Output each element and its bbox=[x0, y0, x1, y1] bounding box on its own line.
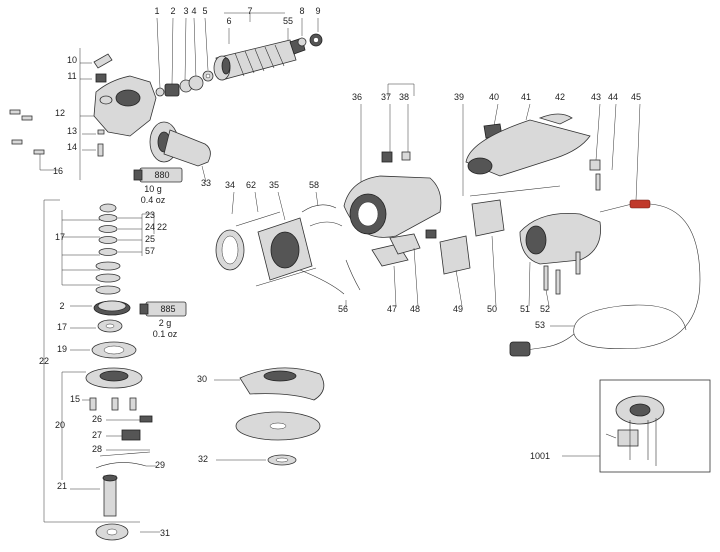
motor-housing bbox=[343, 83, 471, 307]
part-label-45: 45 bbox=[631, 92, 641, 102]
side-handle bbox=[149, 121, 211, 183]
part-label-9: 9 bbox=[315, 6, 320, 16]
part-label-26: 26 bbox=[92, 414, 102, 424]
gear-head-group bbox=[9, 48, 157, 180]
part-label-8: 8 bbox=[299, 6, 304, 16]
part-label-2: 2 bbox=[59, 301, 64, 311]
tube-885-label: 885 bbox=[160, 304, 175, 314]
part-label-53: 53 bbox=[535, 320, 545, 330]
part-label-38: 38 bbox=[399, 92, 409, 102]
part-label-14: 14 bbox=[67, 142, 77, 152]
part-label-5: 5 bbox=[202, 6, 207, 16]
power-cable bbox=[509, 103, 701, 357]
part-label-58: 58 bbox=[309, 180, 319, 190]
part-label-22: 22 bbox=[39, 356, 49, 366]
part-label-48: 48 bbox=[410, 304, 420, 314]
part-label-17: 17 bbox=[55, 232, 65, 242]
part-label-16: 16 bbox=[53, 166, 63, 176]
stator-group bbox=[215, 191, 361, 308]
armature-group bbox=[155, 12, 323, 97]
part-label-36: 36 bbox=[352, 92, 362, 102]
part-label-17: 17 bbox=[57, 322, 67, 332]
part-label-40: 40 bbox=[489, 92, 499, 102]
part-label-56: 56 bbox=[338, 304, 348, 314]
part-label-42: 42 bbox=[555, 92, 565, 102]
part-label-43: 43 bbox=[591, 92, 601, 102]
part-label-49: 49 bbox=[453, 304, 463, 314]
grease-tube-880: 880 10 g 0.4 oz bbox=[133, 167, 183, 205]
part-label-10: 10 bbox=[67, 55, 77, 65]
part-label-4: 4 bbox=[191, 6, 196, 16]
part-label-34: 34 bbox=[225, 180, 235, 190]
part-label-7: 7 bbox=[247, 6, 252, 16]
part-label-51: 51 bbox=[520, 304, 530, 314]
flange-seal bbox=[70, 341, 137, 359]
part-label-57: 57 bbox=[145, 246, 155, 256]
spindle bbox=[70, 474, 160, 541]
wheel-guard bbox=[214, 367, 325, 466]
part-label-52: 52 bbox=[540, 304, 550, 314]
part-label-35: 35 bbox=[269, 180, 279, 190]
part-label-21: 21 bbox=[57, 481, 67, 491]
tube-885-oz: 0.1 oz bbox=[153, 329, 178, 339]
part-label-11: 11 bbox=[67, 71, 76, 81]
part-label-33: 33 bbox=[201, 178, 211, 188]
part-label-2: 2 bbox=[170, 6, 175, 16]
part-label-39: 39 bbox=[454, 92, 464, 102]
part-label-44: 44 bbox=[608, 92, 618, 102]
switch-group bbox=[462, 103, 617, 307]
part-label-31: 31 bbox=[160, 528, 170, 538]
part-label-12: 12 bbox=[55, 108, 65, 118]
part-label-50: 50 bbox=[487, 304, 497, 314]
part-label-41: 41 bbox=[521, 92, 531, 102]
part-label-27: 27 bbox=[92, 430, 102, 440]
part-label-1001: 1001 bbox=[530, 451, 550, 461]
part-label-19: 19 bbox=[57, 344, 67, 354]
screws-left bbox=[9, 109, 45, 155]
part-label-15: 15 bbox=[70, 394, 80, 404]
part-label-32: 32 bbox=[198, 454, 208, 464]
part-label-22: 22 bbox=[157, 222, 167, 232]
part-label-28: 28 bbox=[92, 444, 102, 454]
wiring-inset bbox=[562, 379, 711, 473]
part-label-37: 37 bbox=[381, 92, 391, 102]
part-label-29: 29 bbox=[155, 460, 165, 470]
part-label-20: 20 bbox=[55, 420, 65, 430]
bevel-gear bbox=[70, 300, 131, 333]
grease-tube-885: 885 2 g 0.1 oz bbox=[139, 301, 187, 339]
part-label-6: 6 bbox=[226, 16, 231, 26]
part-label-3: 3 bbox=[183, 6, 188, 16]
rear-housing bbox=[519, 213, 601, 307]
part-label-62: 62 bbox=[246, 180, 256, 190]
part-label-55: 55 bbox=[283, 16, 293, 26]
part-label-1: 1 bbox=[154, 6, 159, 16]
part-label-23: 23 bbox=[145, 210, 155, 220]
washer-stack bbox=[43, 199, 155, 523]
part-label-30: 30 bbox=[197, 374, 207, 384]
bearing-flange bbox=[61, 367, 156, 480]
tube-880-label: 880 bbox=[154, 170, 169, 180]
tube-885-amount: 2 g bbox=[159, 318, 172, 328]
part-label-13: 13 bbox=[67, 126, 77, 136]
part-label-25: 25 bbox=[145, 234, 155, 244]
part-label-47: 47 bbox=[387, 304, 397, 314]
tube-880-oz: 0.4 oz bbox=[141, 195, 166, 205]
part-label-24: 24 bbox=[145, 222, 155, 232]
tube-880-amount: 10 g bbox=[144, 184, 162, 194]
